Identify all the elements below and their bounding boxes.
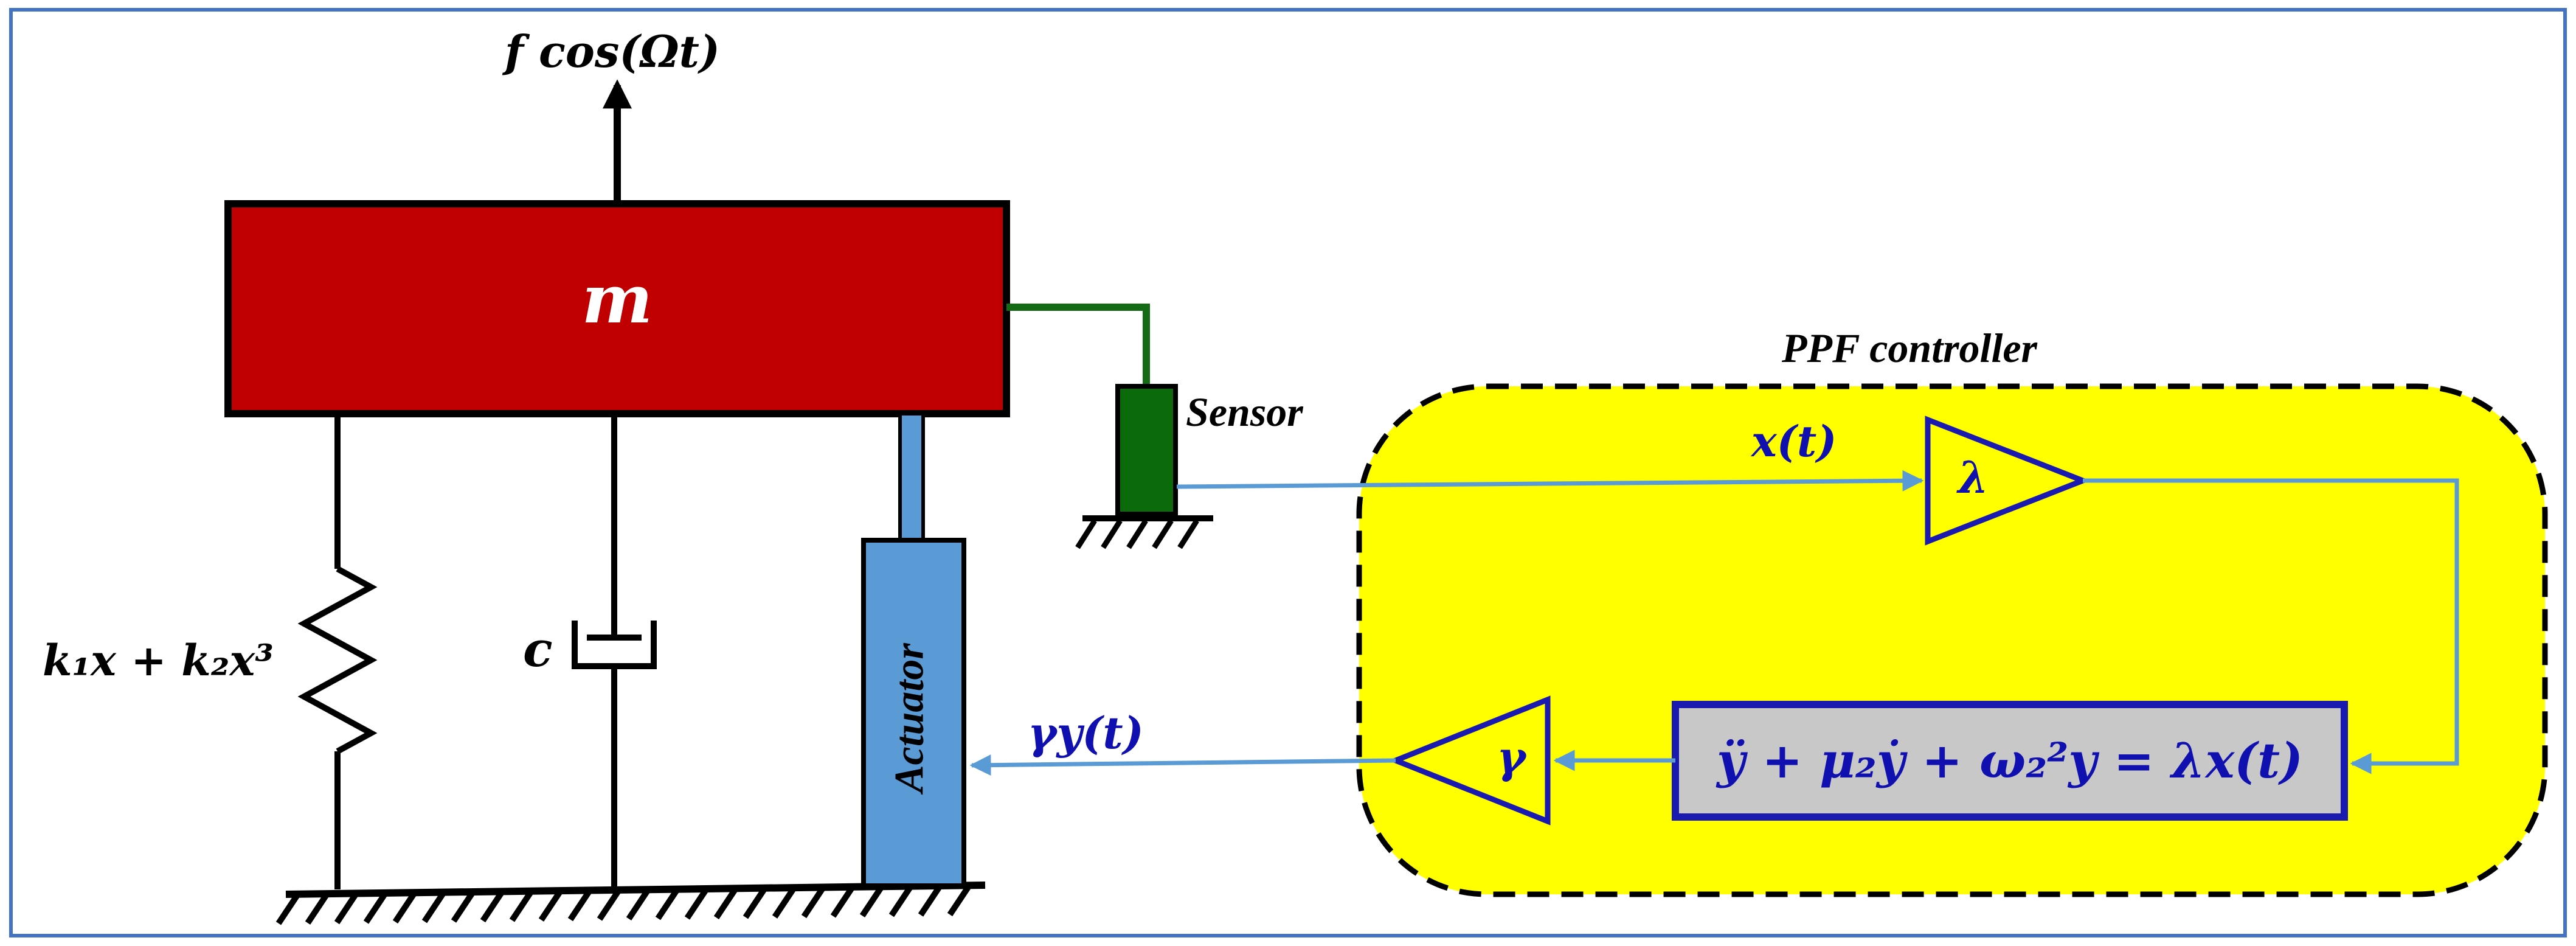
ground-hatch-mark bbox=[713, 886, 739, 920]
ground-hatch-mark bbox=[509, 889, 535, 922]
sensor-ground bbox=[1075, 515, 1213, 549]
sensor-hatch-mark bbox=[1075, 519, 1097, 549]
ground-hatch-mark bbox=[480, 889, 505, 923]
sensor-body bbox=[1115, 384, 1178, 516]
gain-gamma bbox=[1388, 695, 1551, 826]
actuator-body bbox=[861, 538, 966, 888]
ground-hatch-mark bbox=[451, 890, 476, 923]
ground-hatch-mark bbox=[918, 884, 943, 917]
ground-hatch-mark bbox=[567, 888, 593, 922]
sensor-hatch-mark bbox=[1101, 519, 1123, 549]
ppf-equation-box bbox=[1672, 701, 2348, 821]
sensor-hatch-mark bbox=[1152, 519, 1174, 549]
ground-hatch-mark bbox=[538, 889, 564, 922]
ppf-equation: ÿ + μ₂ẏ + ω₂²y = λx(t) bbox=[1716, 732, 2303, 789]
ground-hatch-mark bbox=[392, 891, 418, 924]
signal-x-line bbox=[1176, 470, 1924, 492]
ground-hatch-mark bbox=[801, 885, 826, 919]
signal-x-label: x(t) bbox=[1750, 416, 1837, 467]
spring-label: k₁x + k₂x³ bbox=[43, 635, 274, 686]
controller-title: PPF controller bbox=[1781, 325, 2038, 371]
signal-gamma-line bbox=[969, 754, 1396, 776]
ground bbox=[275, 882, 986, 925]
ground-hatch-mark bbox=[743, 886, 768, 919]
ground-hatch-mark bbox=[830, 885, 856, 918]
ground-hatch-mark bbox=[859, 885, 885, 917]
force-label: f cos(Ωt) bbox=[502, 26, 720, 77]
outer-frame bbox=[9, 8, 2567, 937]
damper bbox=[572, 414, 657, 888]
ground-hatch-mark bbox=[334, 891, 359, 925]
gain-gamma-label: γ bbox=[1497, 731, 1528, 783]
sensor-hatch-mark bbox=[1126, 519, 1148, 549]
ground-hatch-mark bbox=[597, 888, 622, 921]
ground-hatch-mark bbox=[275, 892, 301, 925]
sensor-wire bbox=[1006, 304, 1150, 389]
signal-gamma-y-label: γy(t) bbox=[1028, 707, 1144, 759]
mass-label: m bbox=[582, 260, 653, 338]
ground-hatch-mark bbox=[363, 891, 389, 924]
ground-hatch-mark bbox=[888, 884, 914, 917]
ground-hatch-mark bbox=[305, 892, 330, 925]
damper-label: c bbox=[523, 621, 553, 678]
ground-hatch-mark bbox=[626, 888, 651, 920]
ground-hatch-mark bbox=[655, 887, 680, 920]
actuator-label: Actuator bbox=[886, 643, 932, 795]
signal-lambda-line bbox=[2083, 478, 2459, 774]
ground-hatch-mark bbox=[421, 890, 447, 923]
sensor-label: Sensor bbox=[1186, 389, 1303, 435]
spring bbox=[297, 414, 378, 889]
ground-hatch-mark bbox=[772, 886, 797, 919]
sensor-hatch-mark bbox=[1177, 519, 1199, 549]
ground-hatch-mark bbox=[947, 883, 972, 917]
ground-hatch-mark bbox=[684, 887, 710, 920]
gain-lambda-label: λ bbox=[1956, 451, 1989, 503]
gain-lambda bbox=[1925, 416, 2091, 546]
actuator-rod bbox=[898, 412, 925, 543]
mass-block bbox=[224, 200, 1010, 417]
